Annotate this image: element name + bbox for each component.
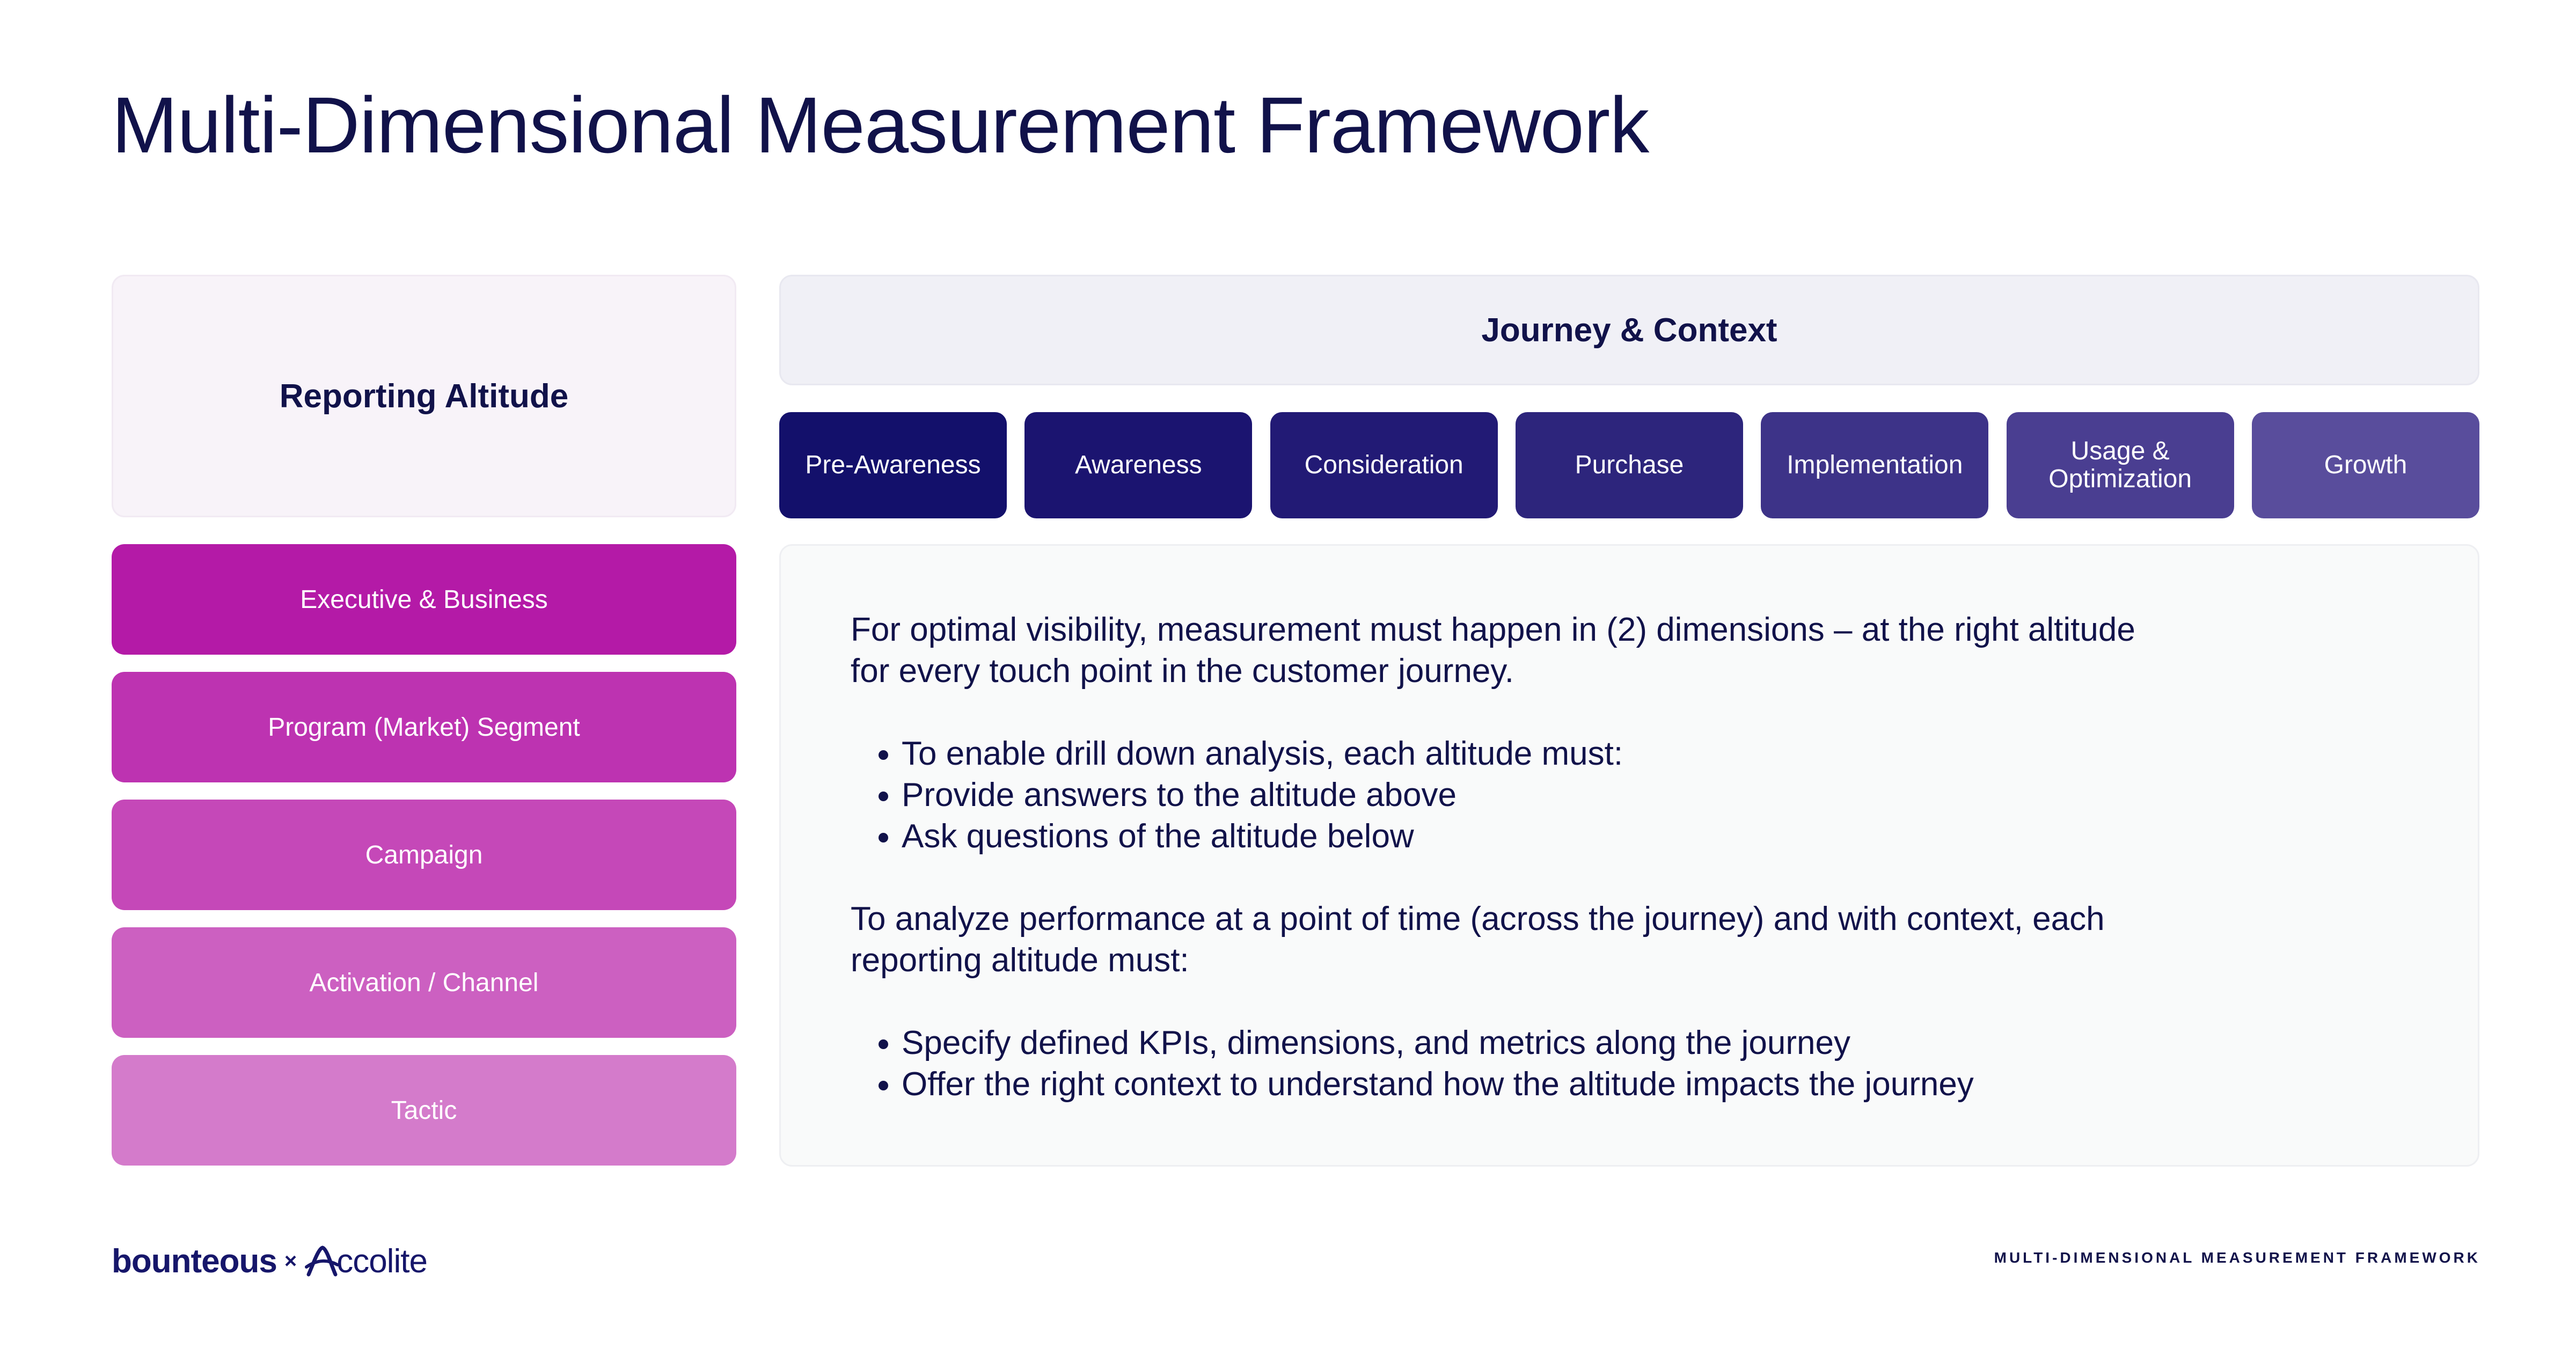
journey-stages: Pre-Awareness Awareness Consideration Pu… — [779, 412, 2479, 518]
context-paragraph: To analyze performance at a point of tim… — [851, 900, 2105, 979]
stage-awareness: Awareness — [1024, 412, 1253, 518]
list-item: To enable drill down analysis, each alti… — [902, 733, 2408, 774]
page-title: Multi-Dimensional Measurement Framework — [112, 81, 1649, 170]
altitude-level-executive: Executive & Business — [112, 544, 736, 655]
altitude-level-label: Executive & Business — [300, 585, 548, 614]
list-item: Specify defined KPIs, dimensions, and me… — [902, 1022, 2408, 1064]
intro-paragraph: For optimal visibility, measurement must… — [851, 611, 2135, 690]
list-item: Offer the right context to understand ho… — [902, 1064, 2408, 1105]
accolite-a-icon — [305, 1246, 340, 1277]
altitude-level-label: Activation / Channel — [309, 968, 539, 997]
stage-usage-optimization: Usage & Optimization — [2006, 412, 2234, 518]
logo-accolite-text: ccolite — [336, 1242, 428, 1280]
list-item: Provide answers to the altitude above — [902, 774, 2408, 816]
journey-context-label: Journey & Context — [1481, 311, 1777, 349]
altitude-level-label: Campaign — [365, 840, 483, 869]
journey-context-header: Journey & Context — [779, 275, 2479, 385]
logo-bounteous: bounteous — [112, 1242, 277, 1280]
drill-down-list: To enable drill down analysis, each alti… — [851, 733, 2408, 857]
brand-logo: bounteous × ccolite — [112, 1240, 428, 1283]
altitude-levels: Executive & Business Program (Market) Se… — [112, 544, 736, 1183]
list-item: Ask questions of the altitude below — [902, 816, 2408, 857]
reporting-altitude-header: Reporting Altitude — [112, 275, 736, 517]
context-list: Specify defined KPIs, dimensions, and me… — [851, 1022, 2408, 1105]
stage-implementation: Implementation — [1761, 412, 1989, 518]
altitude-level-tactic: Tactic — [112, 1055, 736, 1166]
logo-separator: × — [284, 1249, 297, 1273]
footer-label: MULTI-DIMENSIONAL MEASUREMENT FRAMEWORK — [1994, 1249, 2480, 1266]
altitude-level-campaign: Campaign — [112, 800, 736, 910]
reporting-altitude-label: Reporting Altitude — [279, 377, 569, 415]
altitude-level-program: Program (Market) Segment — [112, 672, 736, 782]
stage-pre-awareness: Pre-Awareness — [779, 412, 1007, 518]
stage-purchase: Purchase — [1515, 412, 1743, 518]
altitude-level-label: Tactic — [391, 1096, 457, 1125]
logo-accolite: ccolite — [304, 1242, 428, 1280]
altitude-level-label: Program (Market) Segment — [268, 713, 580, 742]
altitude-level-activation: Activation / Channel — [112, 927, 736, 1038]
stage-consideration: Consideration — [1270, 412, 1498, 518]
stage-growth: Growth — [2251, 412, 2479, 518]
content-box: For optimal visibility, measurement must… — [779, 544, 2479, 1167]
